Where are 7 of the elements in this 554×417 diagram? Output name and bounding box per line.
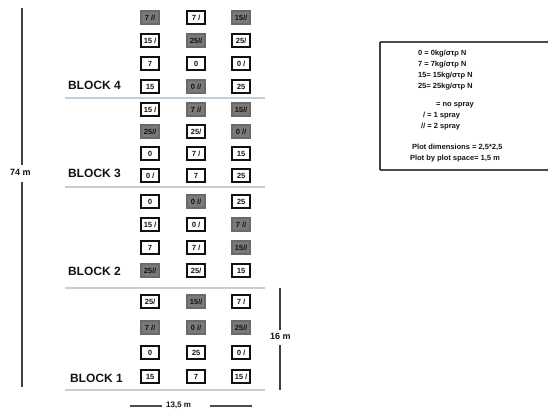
block-label: BLOCK 2 <box>68 264 121 278</box>
block-label: BLOCK 1 <box>70 371 123 385</box>
dimension-label: 13,5 m <box>166 400 191 409</box>
block-label: BLOCK 4 <box>68 78 121 92</box>
block-label: BLOCK 3 <box>68 166 121 180</box>
dimension-label: 16 m <box>270 331 291 341</box>
dimension-label: 74 m <box>10 167 31 177</box>
